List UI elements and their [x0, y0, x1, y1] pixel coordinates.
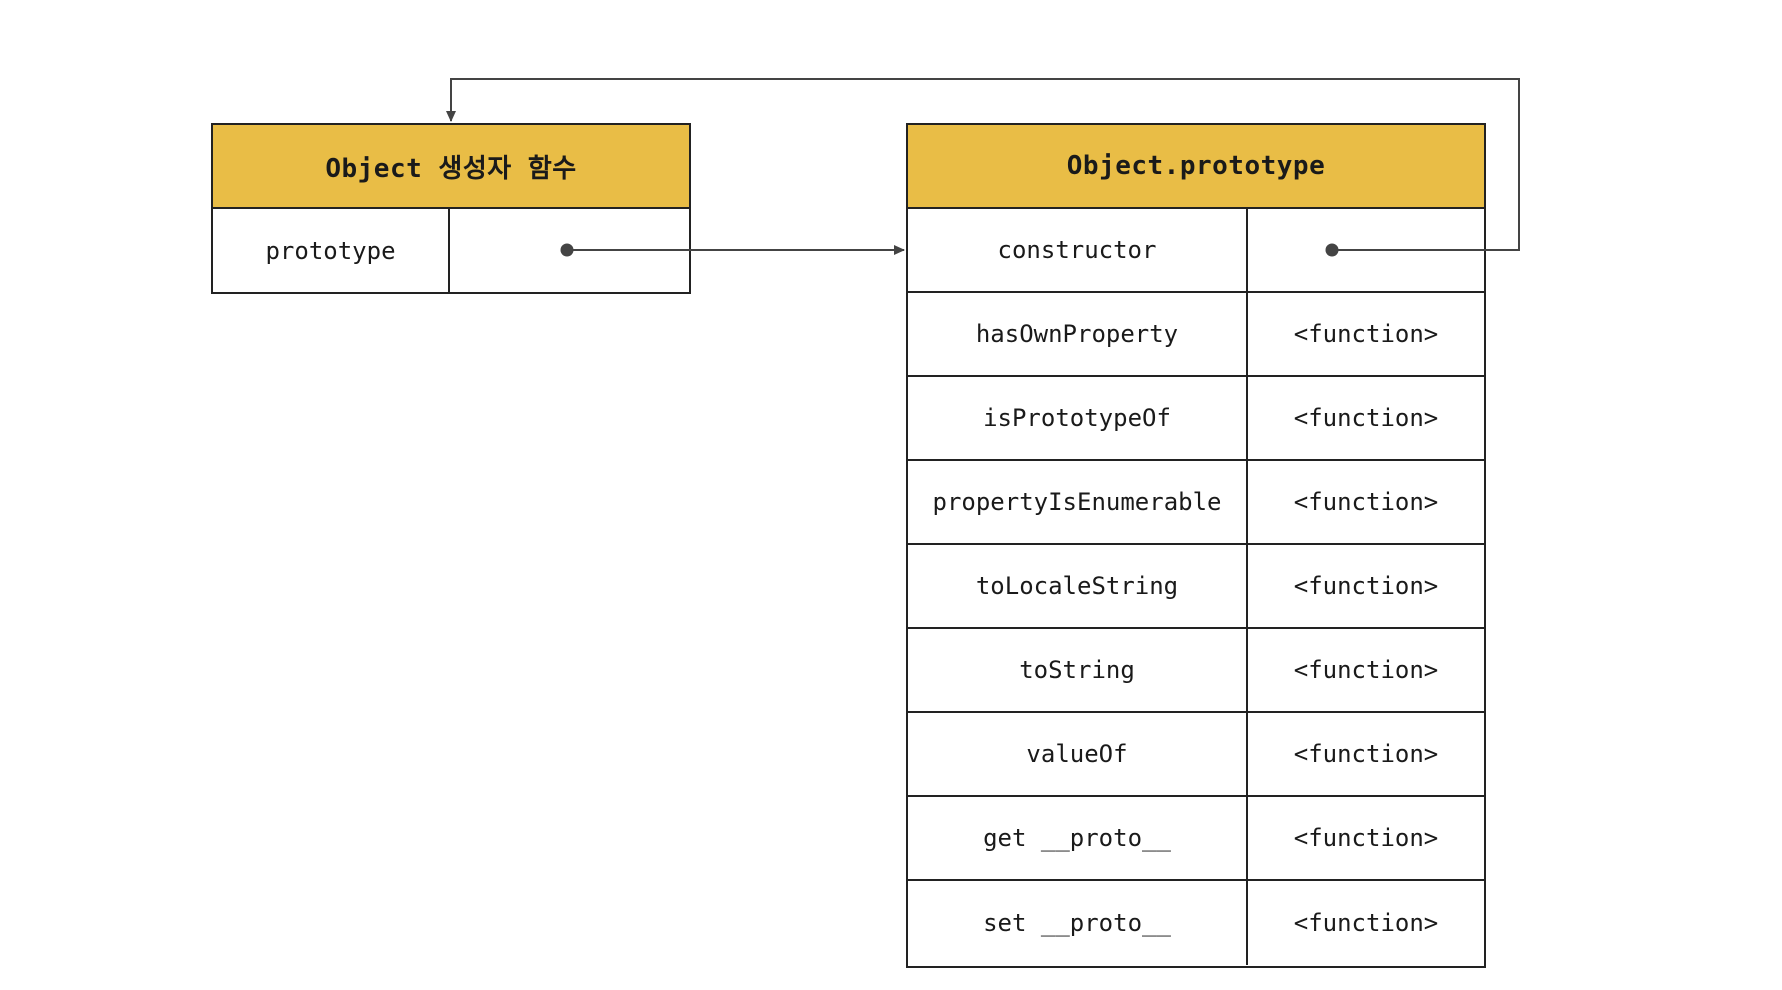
tolocalestring-key-cell: toLocaleString — [908, 545, 1248, 627]
get-proto-key-cell: get __proto__ — [908, 797, 1248, 879]
constructor-value-cell — [1248, 209, 1484, 291]
tolocalestring-value-cell: <function> — [1293, 572, 1439, 600]
table-row: valueOf <function> — [908, 713, 1484, 797]
prototype-value-cell — [450, 209, 689, 293]
table-row: set __proto__ <function> — [908, 881, 1484, 965]
table-row: propertyIsEnumerable <function> — [908, 461, 1484, 545]
object-prototype-box: Object.prototype constructor hasOwnPrope… — [906, 123, 1486, 968]
prototype-key-cell: prototype — [213, 209, 450, 293]
tostring-value-cell: <function> — [1293, 656, 1439, 684]
constructor-key-cell: constructor — [908, 209, 1248, 291]
object-constructor-title: Object 생성자 함수 — [213, 125, 689, 209]
hasownproperty-value-cell: <function> — [1293, 320, 1439, 348]
table-row: constructor — [908, 209, 1484, 293]
set-proto-key-cell: set __proto__ — [908, 881, 1248, 965]
table-row: toLocaleString <function> — [908, 545, 1484, 629]
propertyisenumerable-key-cell: propertyIsEnumerable — [908, 461, 1248, 543]
table-row: prototype — [213, 209, 689, 293]
propertyisenumerable-value-cell: <function> — [1293, 488, 1439, 516]
valueof-key-cell: valueOf — [908, 713, 1248, 795]
tostring-key-cell: toString — [908, 629, 1248, 711]
table-row: get __proto__ <function> — [908, 797, 1484, 881]
valueof-value-cell: <function> — [1293, 740, 1439, 768]
table-row: isPrototypeOf <function> — [908, 377, 1484, 461]
get-proto-value-cell: <function> — [1293, 824, 1439, 852]
table-row: toString <function> — [908, 629, 1484, 713]
isprototypeof-key-cell: isPrototypeOf — [908, 377, 1248, 459]
object-constructor-box: Object 생성자 함수 prototype — [211, 123, 691, 294]
table-row: hasOwnProperty <function> — [908, 293, 1484, 377]
object-prototype-title: Object.prototype — [908, 125, 1484, 209]
set-proto-value-cell: <function> — [1293, 909, 1439, 937]
hasownproperty-key-cell: hasOwnProperty — [908, 293, 1248, 375]
isprototypeof-value-cell: <function> — [1293, 404, 1439, 432]
